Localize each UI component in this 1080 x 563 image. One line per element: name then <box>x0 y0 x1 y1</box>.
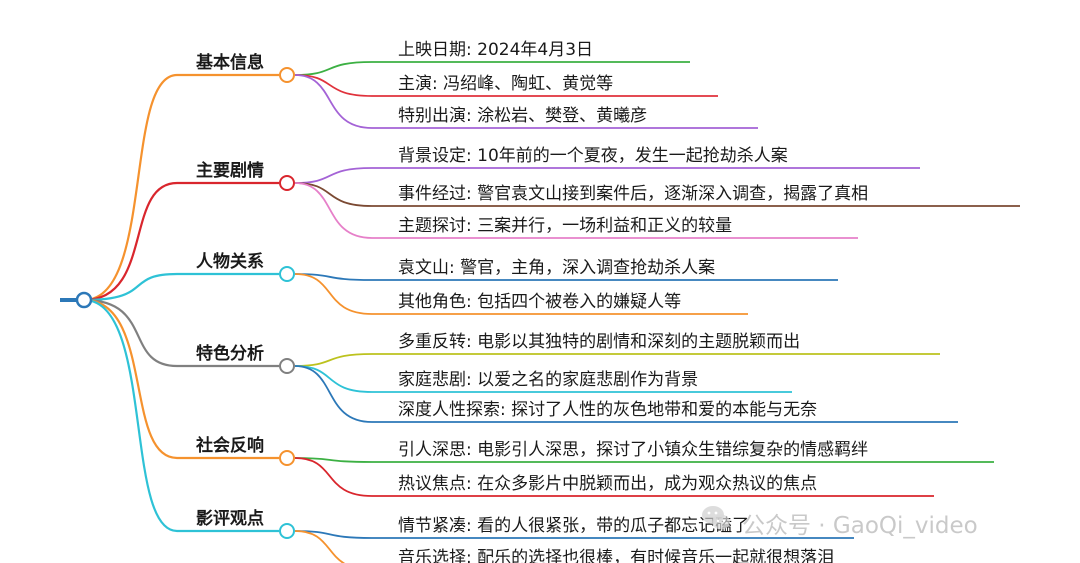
branch-label: 社会反响 <box>196 436 264 456</box>
branch-label: 影评观点 <box>196 509 264 529</box>
leaf-node: 主题探讨: 三案并行，一场利益和正义的较量 <box>398 216 733 236</box>
leaf-connector <box>294 457 934 497</box>
leaf-node: 特别出演: 涂松岩、樊登、黄曦彦 <box>398 106 648 126</box>
leaf-connector <box>294 530 854 539</box>
leaf-node: 家庭悲剧: 以爱之名的家庭悲剧作为背景 <box>398 370 699 390</box>
branch-connector <box>83 298 279 533</box>
leaf-connector <box>294 74 758 129</box>
branch-connector <box>83 272 279 302</box>
leaf-connector <box>294 353 940 367</box>
branch-label: 人物关系 <box>196 252 264 272</box>
leaf-node: 引人深思: 电影引人深思，探讨了小镇众生错综复杂的情感羁绊 <box>398 440 869 460</box>
leaf-node: 热议焦点: 在众多影片中脱颖而出，成为观众热议的焦点 <box>398 474 818 494</box>
leaf-connector <box>294 530 346 563</box>
branch-node-circle[interactable] <box>279 175 295 191</box>
leaf-connector <box>294 273 838 281</box>
leaf-connector <box>294 182 858 239</box>
leaf-node: 音乐选择: 配乐的选择也很棒，有时候音乐一起就很想落泪 <box>398 548 835 563</box>
leaf-connector <box>294 273 748 315</box>
leaf-node: 主演: 冯绍峰、陶虹、黄觉等 <box>398 74 614 94</box>
watermark-text: 公众号 · GaoQi_video <box>742 513 978 539</box>
leaf-node: 情节紧凑: 看的人很紧张，带的瓜子都忘记磕了 <box>398 516 750 536</box>
leaf-node: 深度人性探索: 探讨了人性的灰色地带和爱的本能与无奈 <box>398 400 818 420</box>
branch-connector <box>83 73 279 302</box>
branch-node-circle[interactable] <box>279 358 295 374</box>
leaf-connector <box>294 74 718 97</box>
leaf-connector <box>294 457 994 463</box>
branch-node-circle[interactable] <box>279 523 295 539</box>
wechat-icon <box>702 506 730 530</box>
branch-label: 主要剧情 <box>196 161 264 181</box>
branch-node-circle[interactable] <box>279 67 295 83</box>
leaf-connector <box>294 182 1020 207</box>
leaf-node: 其他角色: 包括四个被卷入的嫌疑人等 <box>398 292 682 312</box>
branch-connector <box>83 298 279 368</box>
leaf-connector <box>294 167 920 184</box>
leaf-connector <box>294 61 690 76</box>
leaf-node: 事件经过: 警官袁文山接到案件后，逐渐深入调查，揭露了真相 <box>398 184 869 204</box>
branch-connector <box>83 181 279 302</box>
leaf-node: 袁文山: 警官，主角，深入调查抢劫杀人案 <box>398 258 716 278</box>
branch-label: 特色分析 <box>196 344 264 364</box>
leaf-node: 多重反转: 电影以其独特的剧情和深刻的主题脱颖而出 <box>398 332 801 352</box>
branch-node-circle[interactable] <box>279 450 295 466</box>
branch-node-circle[interactable] <box>279 266 295 282</box>
root-node-circle[interactable] <box>75 291 93 309</box>
leaf-node: 上映日期: 2024年4月3日 <box>398 40 594 60</box>
leaf-connector <box>294 365 792 393</box>
branch-label: 基本信息 <box>196 53 264 73</box>
branch-connector <box>83 298 279 460</box>
leaf-connector <box>294 365 958 423</box>
leaf-node: 背景设定: 10年前的一个夏夜，发生一起抢劫杀人案 <box>398 146 788 166</box>
